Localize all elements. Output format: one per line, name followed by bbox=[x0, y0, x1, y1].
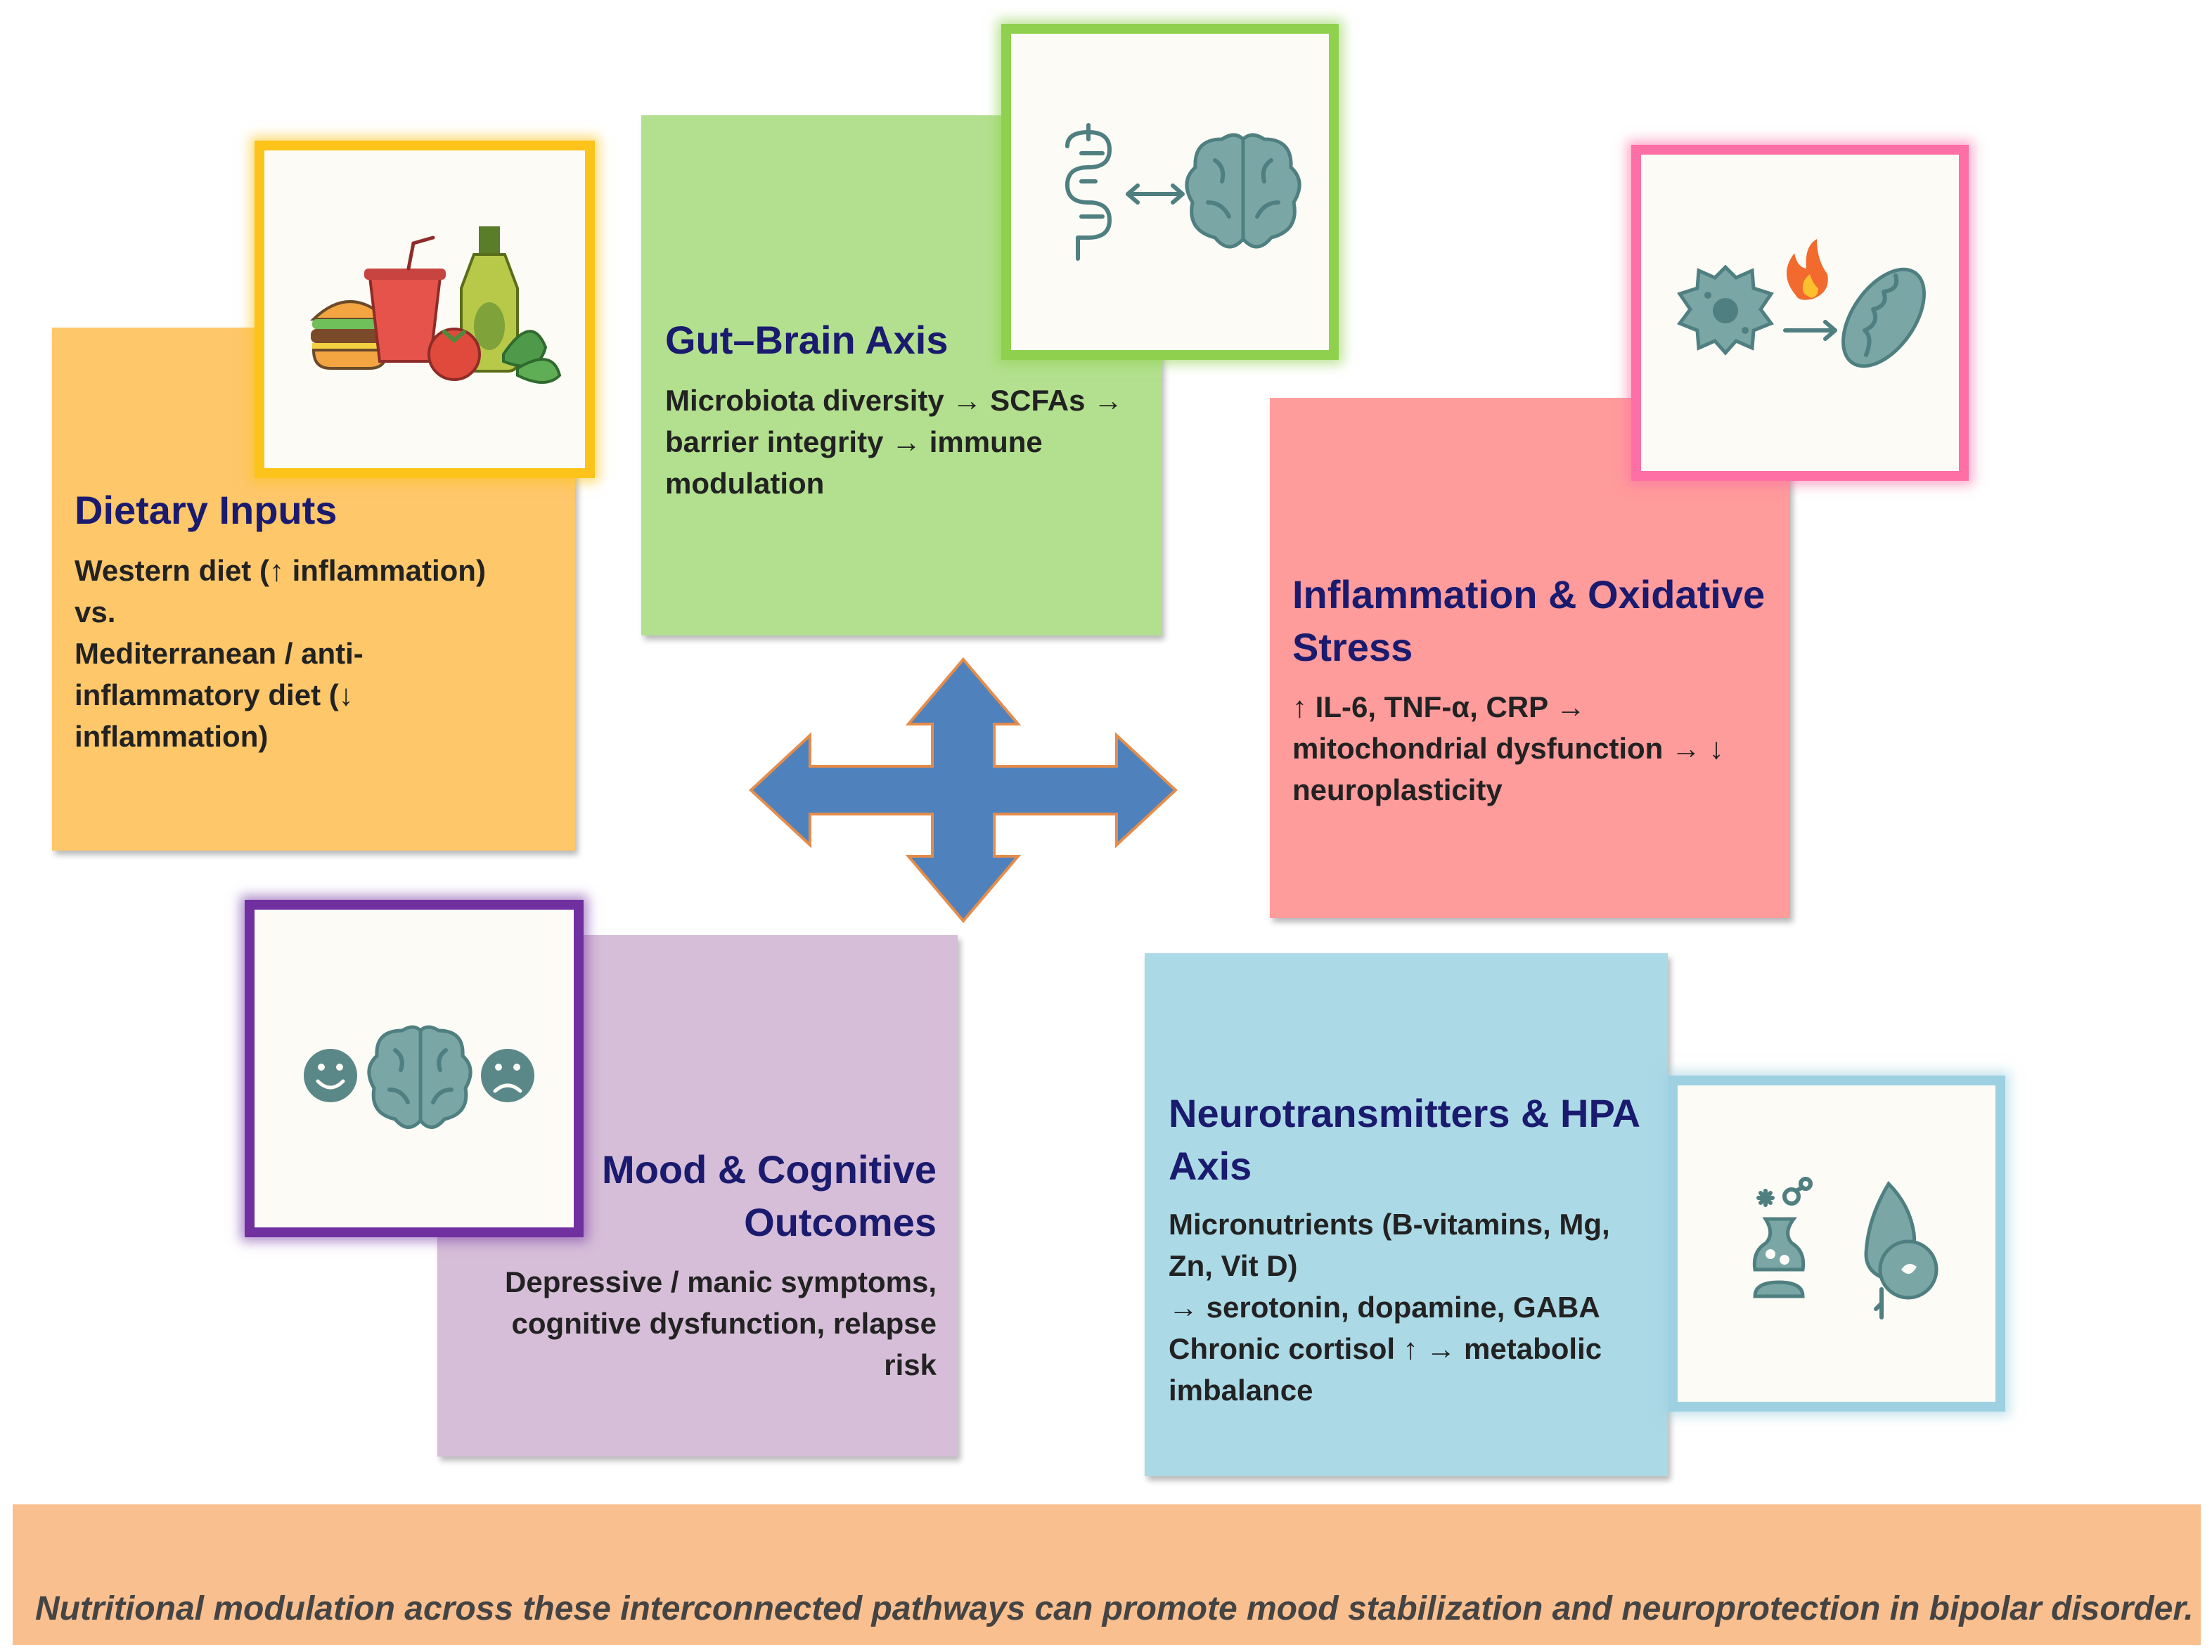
dietary-inputs-body: Western diet (↑ inflammation) vs. Medite… bbox=[75, 554, 486, 753]
fast-food-and-mediterranean-food-icon bbox=[310, 226, 562, 384]
gut-brain-icon bbox=[1065, 123, 1301, 261]
mood-cognitive-title: Mood & Cognitive Outcomes bbox=[602, 1147, 937, 1244]
inflammation-box: Inflammation & Oxidative Stress ↑ IL-6, … bbox=[1270, 398, 1790, 918]
dietary-inputs-title: Dietary Inputs bbox=[75, 488, 337, 532]
summary-footer-banner: Nutritional modulation across these inte… bbox=[13, 1504, 2201, 1645]
neurotransmitters-hpa-box: Neurotransmitters & HPA Axis Micronutrie… bbox=[1145, 953, 1668, 1476]
inflammation-body: ↑ IL-6, TNF-α, CRP → mitochondrial dysfu… bbox=[1292, 690, 1724, 806]
neurotransmitters-hpa-body: Micronutrients (B-vitamins, Mg, Zn, Vit … bbox=[1169, 1208, 1610, 1407]
mood-cognitive-body: Depressive / manic symptoms, cognitive d… bbox=[505, 1265, 937, 1381]
summary-footer-text: Nutritional modulation across these inte… bbox=[35, 1590, 2194, 1627]
neuro-icon-card bbox=[1668, 1076, 2005, 1412]
gut-brain-axis-title: Gut–Brain Axis bbox=[665, 318, 949, 362]
neurotransmitters-hpa-title: Neurotransmitters & HPA Axis bbox=[1169, 1091, 1641, 1188]
gut-brain-icon-card bbox=[1001, 24, 1339, 360]
four-way-arrow-icon bbox=[749, 657, 1178, 924]
mood-brain-faces-icon bbox=[304, 1025, 534, 1129]
gut-brain-axis-body: Microbiota diversity → SCFAs → barrier i… bbox=[665, 384, 1124, 500]
inflammation-title: Inflammation & Oxidative Stress bbox=[1292, 572, 1766, 669]
dietary-icon-card bbox=[255, 141, 595, 478]
mood-icon-card bbox=[245, 900, 584, 1237]
synapse-and-adrenal-gland-icon bbox=[1752, 1177, 1938, 1319]
immune-cell-fire-mitochondria-icon bbox=[1677, 239, 1926, 368]
inflammation-icon-card bbox=[1631, 145, 1969, 481]
